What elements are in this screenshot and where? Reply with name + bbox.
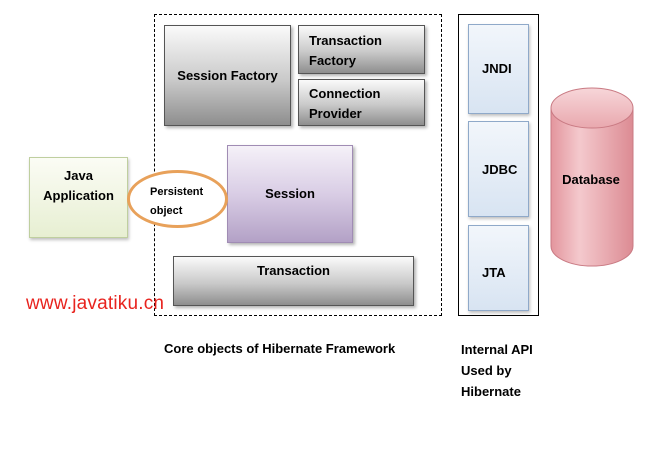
jdbc-box: JDBC: [468, 121, 529, 217]
session-box: Session: [227, 145, 353, 243]
session-factory-box: Session Factory: [164, 25, 291, 126]
transaction-factory-label: Transaction Factory: [309, 33, 382, 68]
transaction-label: Transaction: [257, 263, 330, 278]
connection-provider-box: Connection Provider: [298, 79, 425, 126]
jta-label: JTA: [482, 265, 506, 280]
transaction-box: Transaction: [173, 256, 414, 306]
persistent-object-label: Persistent object: [150, 186, 204, 217]
java-application-label: Java Application: [43, 168, 114, 203]
jdbc-label: JDBC: [482, 162, 518, 177]
session-factory-label: Session Factory: [177, 67, 278, 83]
java-application-box: Java Application: [29, 157, 128, 238]
internal-api-frame: [458, 14, 539, 316]
jndi-box: JNDI: [468, 24, 529, 114]
core-objects-frame: [154, 14, 442, 316]
database-cylinder: [550, 87, 634, 267]
transaction-factory-box: Transaction Factory: [298, 25, 425, 74]
database-label: Database: [562, 172, 620, 187]
internal-api-caption: Internal API Used by Hibernate: [461, 342, 533, 399]
connection-provider-label: Connection Provider: [309, 86, 381, 121]
watermark-text: www.javatiku.cn: [26, 293, 165, 314]
session-label: Session: [265, 186, 315, 201]
core-objects-caption: Core objects of Hibernate Framework: [164, 341, 396, 356]
jndi-label: JNDI: [482, 61, 512, 76]
persistent-object-ellipse: Persistent object: [127, 170, 228, 228]
jta-box: JTA: [468, 225, 529, 311]
